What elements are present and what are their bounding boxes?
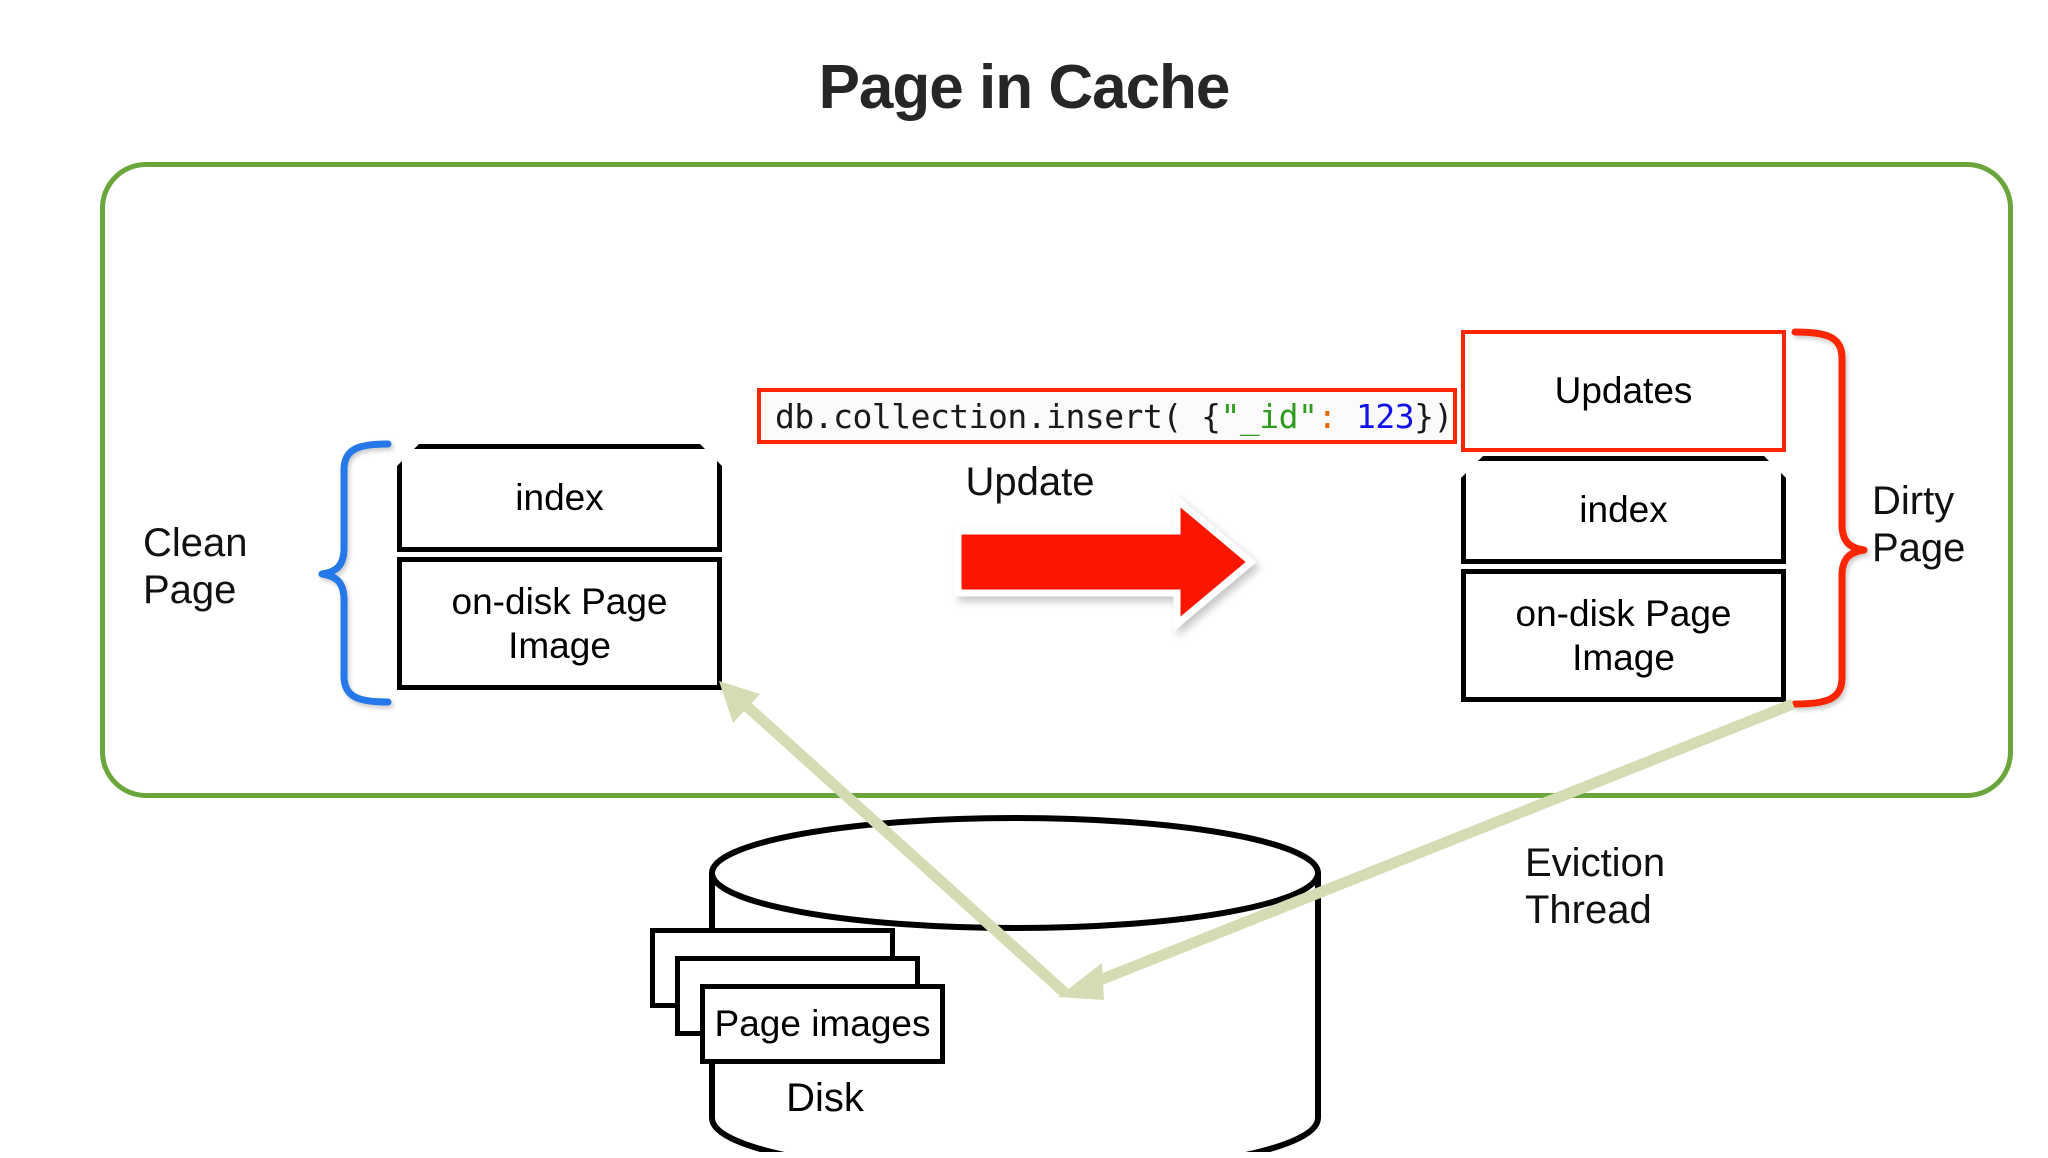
dirty-page-label-line1: Dirty xyxy=(1872,479,1955,523)
clean-page-ondisk-label-line2: Image xyxy=(508,624,611,666)
code-suffix: }) xyxy=(1414,396,1453,436)
updates-label: Updates xyxy=(1554,370,1693,411)
code-key-token: "_id" xyxy=(1220,396,1318,436)
eviction-thread-label-line1: Eviction xyxy=(1525,841,1666,885)
clean-page-index-box: index xyxy=(397,444,722,552)
disk-contents: Page images Disk xyxy=(650,808,1340,1158)
clean-page-ondisk-label-line1: on-disk Page xyxy=(451,580,668,622)
clean-page-group: index on-disk Page Image xyxy=(397,444,722,690)
page-title: Page in Cache xyxy=(818,53,1231,122)
updates-box: Updates xyxy=(1461,330,1786,452)
code-colon-token: : xyxy=(1317,396,1337,436)
dirty-page-group: index on-disk Page Image xyxy=(1461,456,1786,702)
dirty-page-index-label: index xyxy=(1579,489,1668,530)
insert-command-bar: db.collection.insert( {"_id": 123}) xyxy=(757,388,1457,444)
dirty-page-label: Dirty Page xyxy=(1872,478,2048,572)
dirty-page-label-line2: Page xyxy=(1872,526,1966,571)
dirty-page-index-box: index xyxy=(1461,456,1786,564)
dirty-page-ondisk-label-line1: on-disk Page xyxy=(1515,592,1732,634)
eviction-thread-label: Eviction Thread xyxy=(1525,840,1825,934)
dirty-page-ondisk-label-line2: Image xyxy=(1572,636,1675,678)
dirty-page-ondisk-image-box: on-disk Page Image xyxy=(1461,569,1786,702)
code-prefix: db.collection.insert( { xyxy=(775,396,1221,436)
update-arrow-label: Update xyxy=(965,460,1095,504)
disk-label: Disk xyxy=(786,1076,864,1120)
clean-page-label: Clean Page xyxy=(143,520,343,614)
page-image-stack-front: Page images xyxy=(700,984,945,1064)
code-number-token: 123 xyxy=(1336,396,1415,436)
clean-page-label-line2: Page xyxy=(143,568,237,613)
page-images-label: Page images xyxy=(714,1003,931,1044)
clean-page-ondisk-image-box: on-disk Page Image xyxy=(397,557,722,690)
clean-page-index-label: index xyxy=(515,477,604,518)
clean-page-label-line1: Clean xyxy=(143,521,248,565)
eviction-thread-label-line2: Thread xyxy=(1525,888,1652,933)
